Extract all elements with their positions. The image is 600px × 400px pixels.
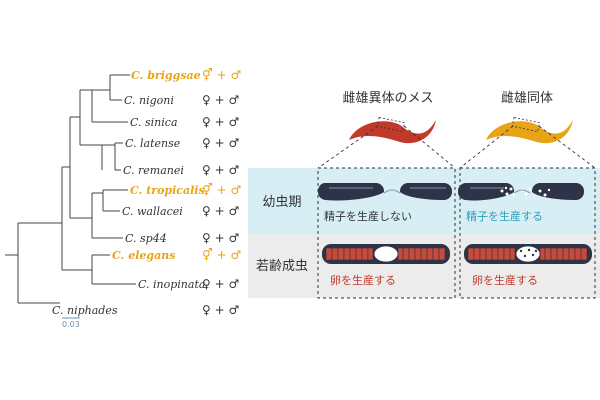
species-label: C. inopinata xyxy=(138,278,205,291)
sex-system-marker: ♀ + ♂ xyxy=(202,231,239,245)
species-label: C. wallacei xyxy=(122,205,183,218)
sex-system-marker: ♀ + ♂ xyxy=(202,163,239,177)
species-label: C. remanei xyxy=(123,164,184,177)
sex-system-marker: ♀ + ♂ xyxy=(202,136,239,150)
female-adult-gonad xyxy=(322,244,450,264)
sex-system-marker: ⚥ + ♂ xyxy=(202,248,241,262)
species-label: C. niphades xyxy=(52,304,118,317)
species-label: C. briggsae xyxy=(131,69,201,82)
caption-hermaphrodite-adult: 卵を生産する xyxy=(472,273,538,287)
sex-system-marker: ♀ + ♂ xyxy=(202,115,239,129)
hermaphrodite-zoom-frame xyxy=(459,167,596,299)
sex-system-marker: ♀ + ♂ xyxy=(202,303,239,317)
sex-system-marker: ♀ + ♂ xyxy=(202,93,239,107)
hermaphrodite-adult-gonad xyxy=(464,244,592,264)
row-label-adult: 若齢成虫 xyxy=(256,258,308,274)
sex-system-marker: ♀ + ♂ xyxy=(202,204,239,218)
species-label: C. elegans xyxy=(112,249,175,262)
scale-bar: 0.03 xyxy=(62,317,80,329)
species-label: C. sinica xyxy=(130,116,178,129)
species-label: C. nigoni xyxy=(124,94,174,107)
species-label: C. sp44 xyxy=(125,232,167,245)
species-label: C. latense xyxy=(125,137,181,150)
spermatheca-sperm xyxy=(519,248,538,258)
worm-hermaphrodite-icon xyxy=(486,116,573,144)
species-label: C. tropicalis xyxy=(130,184,205,197)
caption-hermaphrodite-larva: 精子を生産する xyxy=(466,209,543,223)
female-larva-gonad xyxy=(317,183,452,201)
species-labels: C. briggsae C. nigoni C. sinica C. laten… xyxy=(52,69,205,317)
column-header-female: 雌雄異体のメス xyxy=(342,90,433,106)
sex-system-markers: ⚥ + ♂ ♀ + ♂ ♀ + ♂ ♀ + ♂ ♀ + ♂ ⚥ + ♂ ♀ + … xyxy=(202,68,241,317)
larva-row-band xyxy=(248,168,600,234)
female-zoom-frame xyxy=(317,167,456,299)
sex-system-marker: ⚥ + ♂ xyxy=(202,183,241,197)
sex-system-marker: ⚥ + ♂ xyxy=(202,68,241,82)
column-header-hermaphrodite: 雌雄同体 xyxy=(501,90,553,106)
zoom-guide-hermaphrodite xyxy=(459,125,596,169)
caption-female-larva: 精子を生産しない xyxy=(324,209,412,223)
sex-system-marker: ♀ + ♂ xyxy=(202,277,239,291)
caption-female-adult: 卵を生産する xyxy=(330,273,396,287)
phylogenetic-tree xyxy=(5,74,136,304)
worm-female-icon xyxy=(349,116,436,144)
hermaphrodite-larva-gonad xyxy=(458,183,584,201)
row-label-larva: 幼虫期 xyxy=(262,195,301,210)
zoom-guide-female xyxy=(317,125,456,169)
scale-bar-label: 0.03 xyxy=(62,320,80,329)
